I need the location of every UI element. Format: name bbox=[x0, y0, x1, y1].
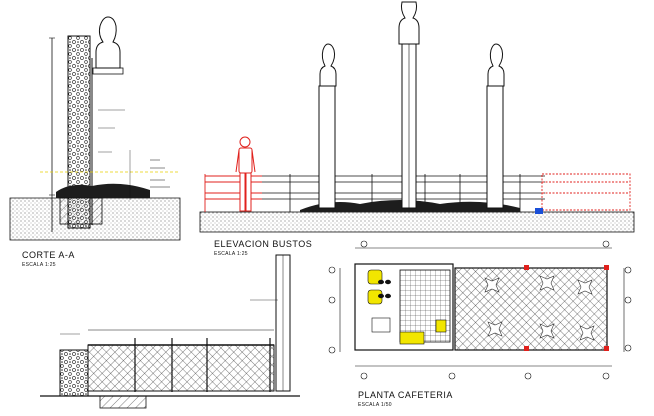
column-right bbox=[486, 85, 504, 209]
red-columns bbox=[524, 265, 609, 351]
planta-scale: ESCALA 1/50 bbox=[358, 402, 392, 408]
blue-marker bbox=[535, 208, 543, 214]
human-scale-figure bbox=[235, 136, 256, 212]
counter bbox=[399, 331, 425, 345]
grid-markers bbox=[328, 240, 632, 380]
elevacion-scale: ESCALA 1:25 bbox=[214, 251, 248, 257]
planting-soil bbox=[56, 183, 150, 198]
stone-base bbox=[59, 349, 89, 397]
corte-scale: ESCALA 1:25 bbox=[22, 262, 56, 268]
bust-right bbox=[487, 43, 505, 87]
elevacion-title: ELEVACION BUSTOS bbox=[214, 239, 313, 249]
cafe-tables bbox=[484, 275, 595, 341]
fence-elevation bbox=[40, 254, 300, 409]
corte-a-a-section bbox=[9, 16, 181, 241]
elevacion-bustos bbox=[199, 1, 635, 233]
planta-title: PLANTA CAFETERIA bbox=[358, 390, 453, 400]
footing bbox=[59, 197, 103, 225]
bust-left bbox=[319, 43, 337, 87]
column-left bbox=[318, 85, 336, 209]
red-railing-left bbox=[204, 174, 262, 212]
corte-title: CORTE A-A bbox=[22, 250, 75, 260]
ground-band bbox=[199, 211, 635, 233]
planta-cafeteria bbox=[328, 240, 632, 380]
bust-sculpture bbox=[95, 16, 121, 69]
bust-center bbox=[398, 1, 420, 45]
red-railing-right bbox=[541, 173, 631, 211]
fence-footing bbox=[99, 395, 147, 409]
bust-pedestal bbox=[92, 67, 124, 75]
